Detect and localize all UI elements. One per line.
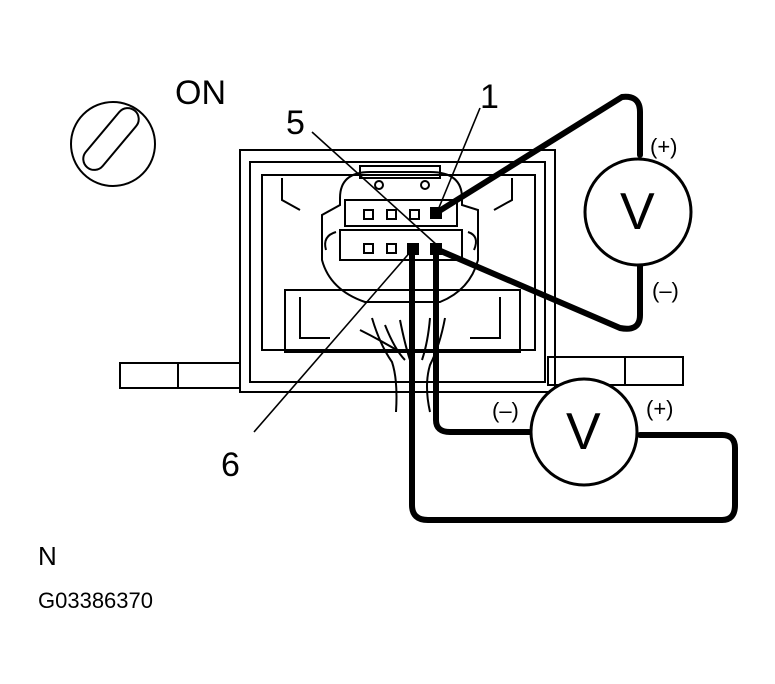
- figure-code: G03386370: [38, 588, 153, 613]
- lead-bottom-negative: [433, 246, 535, 435]
- switch-state-label: ON: [175, 74, 226, 112]
- voltmeter-top-minus: (–): [652, 278, 679, 303]
- connector-body: [321, 165, 479, 303]
- wire-harness: [359, 317, 446, 413]
- pin-5-label: 5: [286, 104, 305, 142]
- mode-label: N: [38, 541, 57, 571]
- sensor-housing: [239, 149, 556, 393]
- lead-top-positive: [433, 93, 643, 216]
- lead-bottom-positive: [409, 246, 738, 523]
- ignition-switch-icon: [70, 101, 156, 187]
- voltmeter-top-symbol: V: [620, 183, 655, 241]
- pin-1-label: 1: [480, 78, 499, 116]
- lead-top-negative: [433, 246, 643, 332]
- voltmeter-top-plus: (+): [650, 134, 678, 159]
- leader-lines: [253, 107, 481, 433]
- voltmeter-top-icon: [583, 157, 693, 267]
- voltmeter-bottom-icon: [529, 377, 639, 487]
- voltmeter-bottom-minus: (–): [492, 398, 519, 423]
- voltmeter-bottom-plus: (+): [646, 396, 674, 421]
- voltmeter-bottom-symbol: V: [566, 403, 601, 461]
- pin-6-label: 6: [221, 446, 240, 484]
